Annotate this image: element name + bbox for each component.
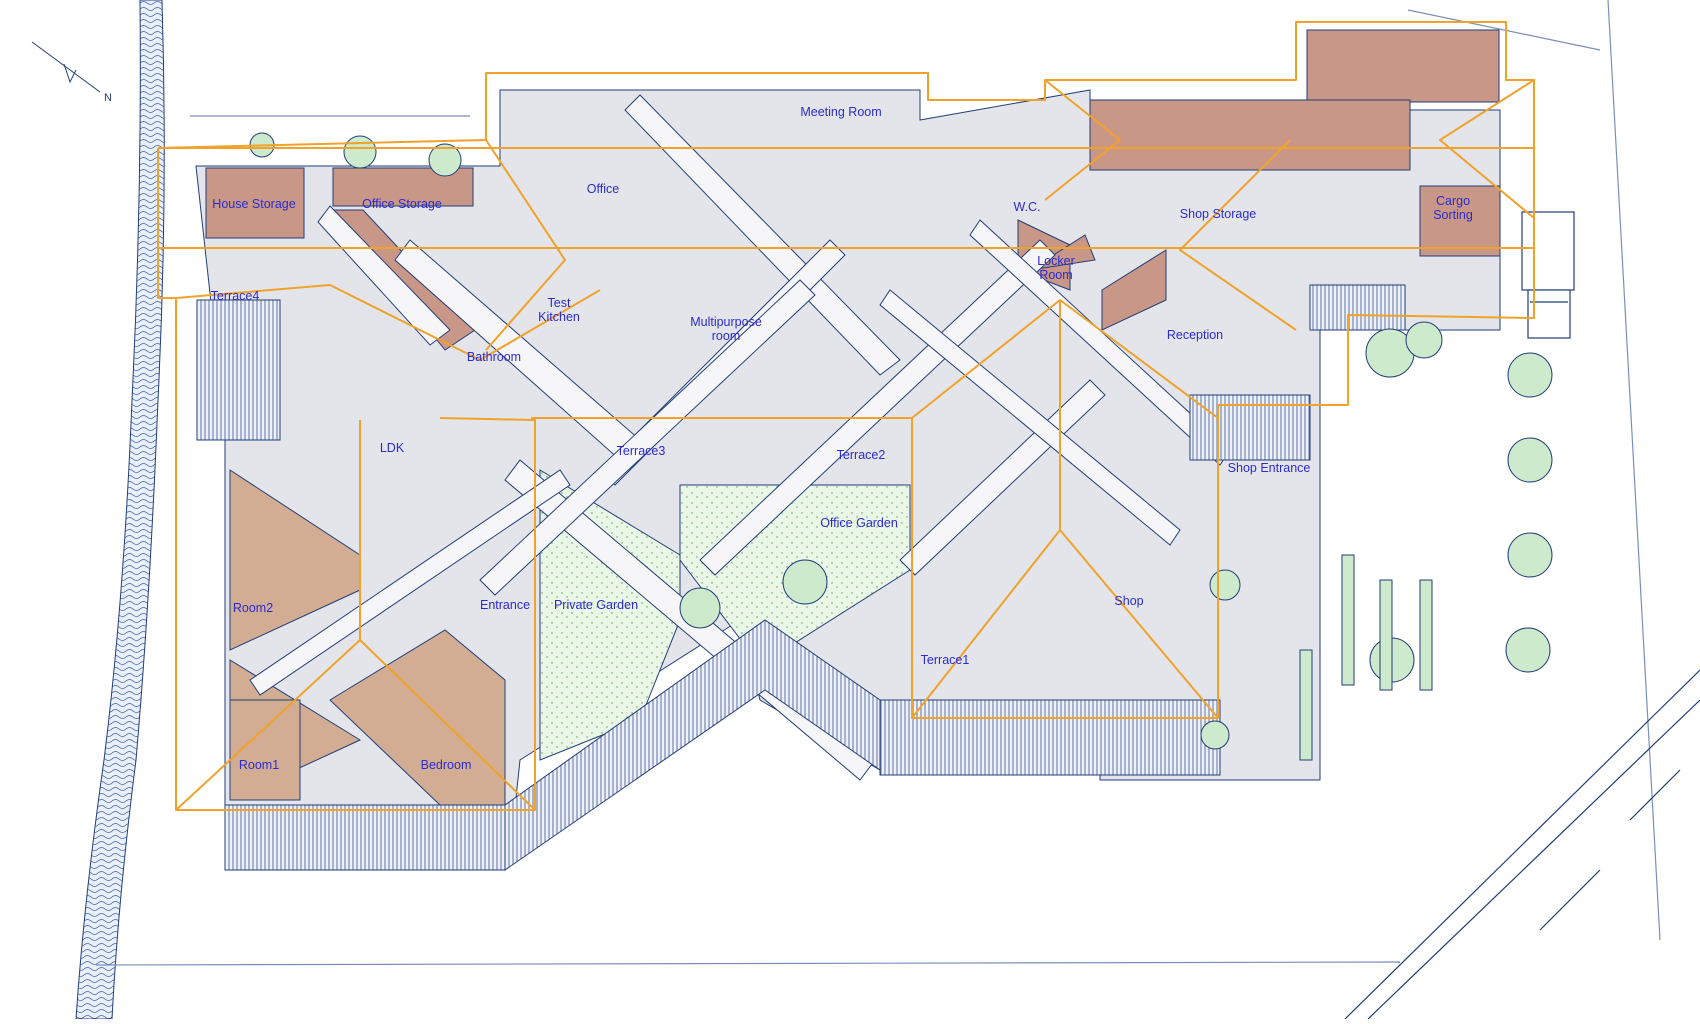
label-office: Office	[586, 182, 620, 196]
label-house-storage: House Storage	[212, 197, 296, 211]
site-boundary	[95, 0, 1661, 966]
label-terrace3: Terrace3	[616, 444, 666, 458]
label-room1: Room1	[238, 758, 280, 772]
label-entrance: Entrance	[479, 598, 531, 612]
label-cargo-sorting: Cargo Sorting	[1433, 194, 1473, 222]
label-bedroom: Bedroom	[420, 758, 472, 772]
road	[1344, 669, 1700, 1020]
orange-massing-outline	[157, 21, 1535, 811]
label-shop-entrance: Shop Entrance	[1227, 461, 1311, 475]
label-wc: W.C.	[1013, 200, 1041, 214]
label-room2: Room2	[232, 601, 274, 615]
trees	[249, 132, 1553, 761]
river	[75, 0, 165, 1020]
label-terrace1: Terrace1	[920, 653, 970, 667]
label-shop: Shop	[1114, 594, 1144, 608]
label-bathroom: Bathroom	[466, 350, 522, 364]
label-terrace2: Terrace2	[836, 448, 886, 462]
label-terrace4: Terrace4	[210, 289, 260, 303]
label-office-garden: Office Garden	[820, 516, 898, 530]
label-office-storage: Office Storage	[362, 197, 442, 211]
label-multipurpose-room: Multipurpose room	[690, 315, 762, 343]
truck	[1521, 211, 1575, 339]
label-ldk: LDK	[379, 441, 405, 455]
north-arrow	[31, 41, 101, 93]
label-locker-room: Locker Room	[1037, 254, 1075, 282]
north-label: N	[104, 92, 112, 104]
label-test-kitchen: Test Kitchen	[538, 296, 580, 324]
label-reception: Reception	[1166, 328, 1224, 342]
label-shop-storage: Shop Storage	[1179, 207, 1257, 221]
label-meeting-room: Meeting Room	[800, 105, 882, 119]
label-private-garden: Private Garden	[553, 598, 639, 612]
private-garden	[539, 469, 681, 761]
